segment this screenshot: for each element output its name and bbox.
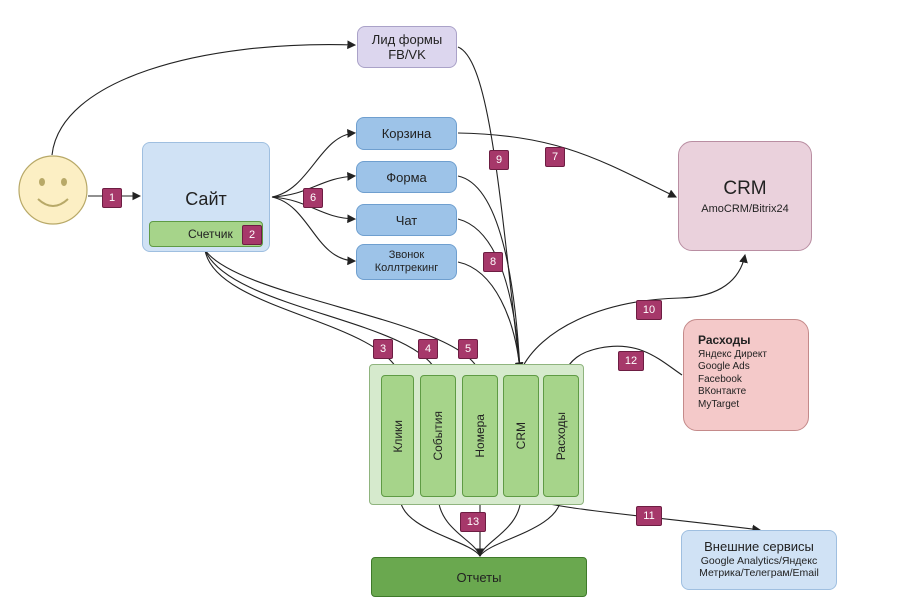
edge-call-crmcol [457, 261, 521, 371]
reports-label: Отчеты [456, 569, 502, 585]
column-clicks: Клики [381, 375, 414, 497]
external-line2: Google Analytics/Яндекс [700, 555, 818, 567]
edge-cart-crm [457, 132, 677, 198]
crm-title: CRM [723, 177, 767, 199]
column-crm: CRM [503, 375, 539, 497]
edge-chat-crmcol [457, 218, 521, 371]
edge-site-call [271, 196, 357, 266]
expenses-item: Google Ads [698, 361, 750, 372]
expenses-item: Facebook [698, 373, 742, 385]
step-badge: 10 [636, 300, 662, 320]
step-badge: 2 [242, 225, 262, 245]
call-line1: Звонок [388, 249, 425, 261]
step-badge: 9 [489, 150, 509, 170]
site-title: Сайт [185, 189, 227, 209]
form-node: Форма [356, 161, 457, 193]
form-label: Форма [386, 169, 427, 185]
step-badge: 12 [618, 351, 644, 371]
step-badge: 8 [483, 252, 503, 272]
column-events: События [420, 375, 456, 497]
column-numbers: Номера [462, 375, 498, 497]
chat-label: Чат [395, 212, 418, 228]
cart-label: Корзина [381, 126, 432, 141]
user-smiley-icon [18, 155, 88, 225]
step-badge: 3 [373, 339, 393, 359]
reports-node: Отчеты [371, 557, 587, 597]
column-label: Расходы [554, 411, 568, 461]
external-title: Внешние сервисы [704, 539, 814, 554]
column-label: Клики [390, 419, 405, 453]
edge-face-leads [51, 40, 357, 156]
crm-node: CRM AmoCRM/Bitrix24 [678, 141, 812, 251]
step-badge: 13 [460, 512, 486, 532]
column-expenses: Расходы [543, 375, 579, 497]
step-badge: 11 [636, 506, 662, 526]
edge-form-crmcol [457, 175, 521, 371]
expenses-item: MyTarget [698, 398, 740, 410]
edge-site-cart [271, 129, 357, 198]
edge-site-chat [271, 196, 357, 224]
cart-node: Корзина [356, 117, 457, 150]
step-badge: 5 [458, 339, 478, 359]
counter-label: Счетчик [188, 227, 233, 241]
step-badge: 4 [418, 339, 438, 359]
edge-col4-reports [479, 496, 522, 557]
leads-line2: FB/VK [388, 47, 426, 62]
expenses-title: Расходы [698, 333, 751, 347]
leads-line1: Лид формы [371, 32, 443, 47]
column-label: События [431, 411, 445, 461]
external-line3: Метрика/Телеграм/Email [699, 567, 819, 579]
edge-site-form [271, 172, 357, 198]
chat-node: Чат [356, 204, 457, 236]
column-label: Номера [473, 414, 487, 458]
column-label: CRM [514, 422, 528, 450]
expenses-item: Яндекс Директ [698, 348, 767, 360]
edge-col1-reports [399, 496, 481, 557]
step-badge: 1 [102, 188, 122, 208]
leads-node: Лид формы FB/VK [357, 26, 457, 68]
external-services-node: Внешние сервисы Google Analytics/Яндекс … [681, 530, 837, 590]
step-badge: 6 [303, 188, 323, 208]
expenses-item: ВКонтакте [698, 386, 747, 397]
crm-subtitle: AmoCRM/Bitrix24 [701, 202, 789, 215]
edge-leads-crmcol [457, 46, 524, 372]
edge-col5-reports [479, 496, 562, 557]
edge-crmcol-crm [520, 253, 748, 371]
edge-expenses-col [562, 345, 683, 376]
call-node: Звонок Коллтрекинг [356, 244, 457, 280]
step-badge: 7 [545, 147, 565, 167]
call-line2: Коллтрекинг [374, 262, 439, 274]
expenses-node: Расходы Яндекс Директ Google Ads Faceboo… [683, 319, 809, 431]
